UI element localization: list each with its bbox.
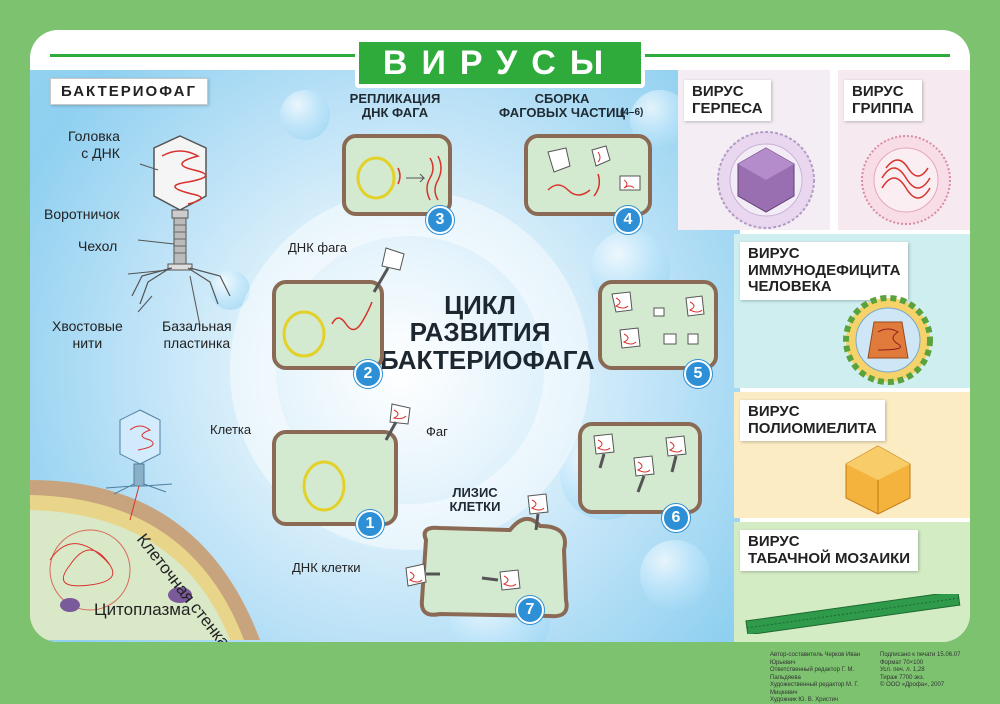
polio-label: ВИРУС ПОЛИОМИЕЛИТА [740,400,885,441]
step-4-cell [524,134,652,216]
step-number-1: 1 [356,510,384,538]
step-number-2: 2 [354,360,382,388]
page-title: ВИРУСЫ [382,43,618,82]
tobacco-panel: ВИРУС ТАБАЧНОЙ МОЗАИКИ [734,522,970,642]
step-5-content [611,291,705,349]
title-banner: ВИРУСЫ [355,38,645,88]
bubble [640,540,710,610]
step-title-assembly-range: (4–6) [620,107,644,118]
label-cytoplasm: Цитоплазма [94,600,191,619]
step-2-cell [272,280,384,370]
step-6-content [593,433,687,493]
poster: ВИРУСЫ БАКТЕРИОФАГ [30,30,970,642]
step-2-content [282,301,373,358]
label-head: Головка с ДНК [68,128,120,161]
step-6-cell [578,422,702,514]
tobacco-label: ВИРУС ТАБАЧНОЙ МОЗАИКИ [740,530,919,571]
step-4-content [547,145,641,197]
credits-right: Подписано к печати 15.06.07 Формат 70×10… [880,652,961,688]
step-1-cell [272,430,398,526]
step-title-replication: РЕПЛИКАЦИЯ ДНК ФАГА [349,91,441,120]
label-phage: Фаг [426,424,448,439]
phage-diagram [127,135,231,327]
bacteriophage-tag: БАКТЕРИОФАГ [50,78,208,105]
step-number-4: 4 [614,206,642,234]
influenza-label: ВИРУС ГРИППА [844,80,922,121]
step-number-5: 5 [684,360,712,388]
bubble [280,90,330,140]
step-7-lysed-cell [405,493,569,619]
step-2-phage [372,247,405,293]
hiv-virus-icon [843,295,933,385]
polio-virus-icon [845,445,911,515]
herpes-label: ВИРУС ГЕРПЕСА [684,80,771,121]
label-collar: Воротничок [44,206,120,222]
label-base-plate: Базальная пластинка [162,318,232,351]
credits-left: Автор-составитель Черков Иван Юрьевич От… [770,652,861,703]
label-phage-dna: ДНК фага [288,240,347,255]
label-tail-fibers: Хвостовые нити [52,318,123,351]
polio-panel: ВИРУС ПОЛИОМИЕЛИТА [734,392,970,518]
hiv-label: ВИРУС ИММУНОДЕФИЦИТА ЧЕЛОВЕКА [740,242,909,300]
cycle-center-title: ЦИКЛ РАЗВИТИЯ БАКТЕРИОФАГА [380,290,595,375]
step-1-phage [384,403,411,441]
step-1-content [302,460,346,512]
step-title-lysis: ЛИЗИС КЛЕТКИ [449,485,501,514]
influenza-virus-icon [861,135,951,225]
label-cell-dna: ДНК клетки [292,560,361,575]
step-title-assembly: СБОРКА ФАГОВЫХ ЧАСТИЦ [499,91,625,120]
label-cell: Клетка [210,422,252,437]
influenza-panel: ВИРУС ГРИППА [838,70,970,230]
step-number-6: 6 [662,504,690,532]
hiv-panel: ВИРУС ИММУНОДЕФИЦИТА ЧЕЛОВЕКА [734,234,970,388]
tobacco-virus-icon [745,594,961,634]
step-number-7: 7 [516,596,544,624]
step-number-3: 3 [426,206,454,234]
step-3-content [356,155,442,201]
step-3-cell [342,134,452,216]
herpes-panel: ВИРУС ГЕРПЕСА [678,70,830,230]
step-5-cell [598,280,718,370]
herpes-virus-icon [717,131,815,229]
label-sheath: Чехол [78,238,118,254]
bacteriophage-illustration [30,135,260,640]
